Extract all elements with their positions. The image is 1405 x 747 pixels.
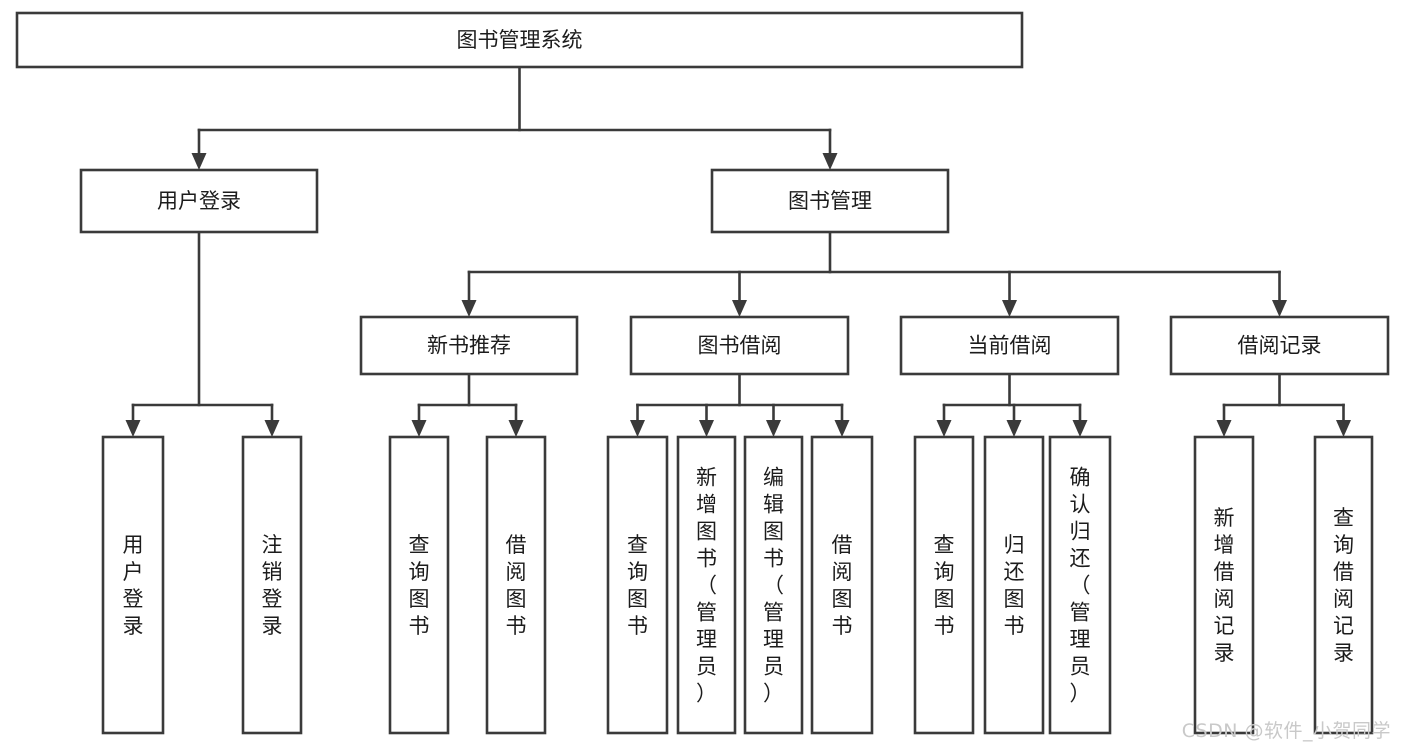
node-new-book-recommend-box[interactable] (359, 315, 579, 376)
node-leaf-user-login[interactable]: 用户登录 (101, 435, 165, 735)
arrow-head-icon (1216, 420, 1232, 437)
node-leaf-return-book-box[interactable] (983, 435, 1045, 735)
node-leaf-query-book-1-box[interactable] (388, 435, 450, 735)
arrow-head-icon (699, 420, 714, 437)
arrow-head-icon (411, 420, 427, 437)
arrow-head-icon (1072, 420, 1088, 437)
node-leaf-add-book-label: 新增图书（管理员） (696, 466, 717, 706)
node-current-borrow-box[interactable] (899, 315, 1120, 376)
node-borrow-record-box[interactable] (1169, 315, 1390, 376)
node-leaf-borrow-book-2-label: 借阅图书 (832, 533, 853, 638)
node-current-borrow-label: 当前借阅 (968, 334, 1052, 358)
arrow-head-icon (766, 420, 781, 437)
node-leaf-query-book-2-label: 查询图书 (627, 533, 648, 638)
node-leaf-query-book-3-label: 查询图书 (934, 533, 955, 638)
node-leaf-confirm-return-label: 确认归还（管理员） (1070, 466, 1091, 706)
arrow-head-icon (630, 420, 645, 437)
node-layer: 图书管理系统用户登录图书管理新书推荐图书借阅当前借阅借阅记录用户登录注销登录查询… (15, 11, 1390, 735)
arrow-head-icon (264, 420, 280, 437)
node-leaf-logout-box[interactable] (241, 435, 303, 735)
node-book-borrow[interactable]: 图书借阅 (629, 315, 850, 376)
arrow-head-icon (822, 153, 838, 170)
node-leaf-edit-book-box[interactable] (743, 435, 804, 735)
node-leaf-edit-book-label: 编辑图书（管理员） (763, 466, 784, 706)
node-leaf-borrow-book-2[interactable]: 借阅图书 (810, 435, 874, 735)
node-leaf-user-login-box[interactable] (101, 435, 165, 735)
node-leaf-add-record-box[interactable] (1193, 435, 1255, 735)
arrow-head-icon (1002, 300, 1017, 317)
node-leaf-query-book-2[interactable]: 查询图书 (606, 435, 669, 735)
node-leaf-query-book-2-box[interactable] (606, 435, 669, 735)
node-leaf-confirm-return-box[interactable] (1048, 435, 1112, 735)
node-book-borrow-box[interactable] (629, 315, 850, 376)
node-root-system-label: 图书管理系统 (457, 28, 583, 52)
node-leaf-confirm-return[interactable]: 确认归还（管理员） (1048, 435, 1112, 735)
node-leaf-add-record-label: 新增借阅记录 (1214, 506, 1235, 665)
node-leaf-query-book-3-box[interactable] (913, 435, 975, 735)
node-current-borrow[interactable]: 当前借阅 (899, 315, 1120, 376)
node-leaf-edit-book[interactable]: 编辑图书（管理员） (743, 435, 804, 735)
node-user-login[interactable]: 用户登录 (79, 168, 319, 234)
node-root-system[interactable]: 图书管理系统 (15, 11, 1024, 69)
arrow-head-icon (508, 420, 524, 437)
node-root-system-box[interactable] (15, 11, 1024, 69)
connector-layer (125, 65, 1351, 437)
node-leaf-query-book-1-label: 查询图书 (409, 533, 430, 638)
node-new-book-recommend[interactable]: 新书推荐 (359, 315, 579, 376)
arrow-head-icon (1336, 420, 1351, 437)
arrow-head-icon (191, 153, 207, 170)
node-book-management[interactable]: 图书管理 (710, 168, 950, 234)
node-borrow-record[interactable]: 借阅记录 (1169, 315, 1390, 376)
node-leaf-return-book[interactable]: 归还图书 (983, 435, 1045, 735)
node-leaf-query-book-1[interactable]: 查询图书 (388, 435, 450, 735)
arrow-head-icon (1006, 420, 1022, 437)
arrow-head-icon (834, 420, 850, 437)
node-new-book-recommend-label: 新书推荐 (427, 334, 511, 358)
arrow-head-icon (936, 420, 952, 437)
arrow-head-icon (1272, 300, 1287, 317)
node-leaf-return-book-label: 归还图书 (1004, 533, 1025, 638)
node-leaf-borrow-book-2-box[interactable] (810, 435, 874, 735)
node-leaf-query-record-label: 查询借阅记录 (1333, 506, 1354, 665)
arrow-head-icon (461, 300, 477, 317)
node-leaf-add-record[interactable]: 新增借阅记录 (1193, 435, 1255, 735)
node-book-management-box[interactable] (710, 168, 950, 234)
arrow-head-icon (732, 300, 747, 317)
node-book-management-label: 图书管理 (788, 189, 872, 213)
node-leaf-user-login-label: 用户登录 (123, 533, 144, 638)
node-leaf-borrow-book-1-label: 借阅图书 (506, 533, 527, 638)
node-leaf-query-book-3[interactable]: 查询图书 (913, 435, 975, 735)
node-leaf-add-book-box[interactable] (676, 435, 737, 735)
node-leaf-add-book[interactable]: 新增图书（管理员） (676, 435, 737, 735)
arrow-head-icon (125, 420, 141, 437)
node-user-login-label: 用户登录 (157, 189, 241, 213)
node-leaf-borrow-book-1-box[interactable] (485, 435, 547, 735)
node-leaf-logout[interactable]: 注销登录 (241, 435, 303, 735)
node-borrow-record-label: 借阅记录 (1238, 334, 1322, 358)
node-leaf-borrow-book-1[interactable]: 借阅图书 (485, 435, 547, 735)
node-leaf-logout-label: 注销登录 (262, 533, 283, 638)
node-book-borrow-label: 图书借阅 (698, 334, 782, 358)
node-user-login-box[interactable] (79, 168, 319, 234)
node-leaf-query-record[interactable]: 查询借阅记录 (1313, 435, 1374, 735)
node-leaf-query-record-box[interactable] (1313, 435, 1374, 735)
